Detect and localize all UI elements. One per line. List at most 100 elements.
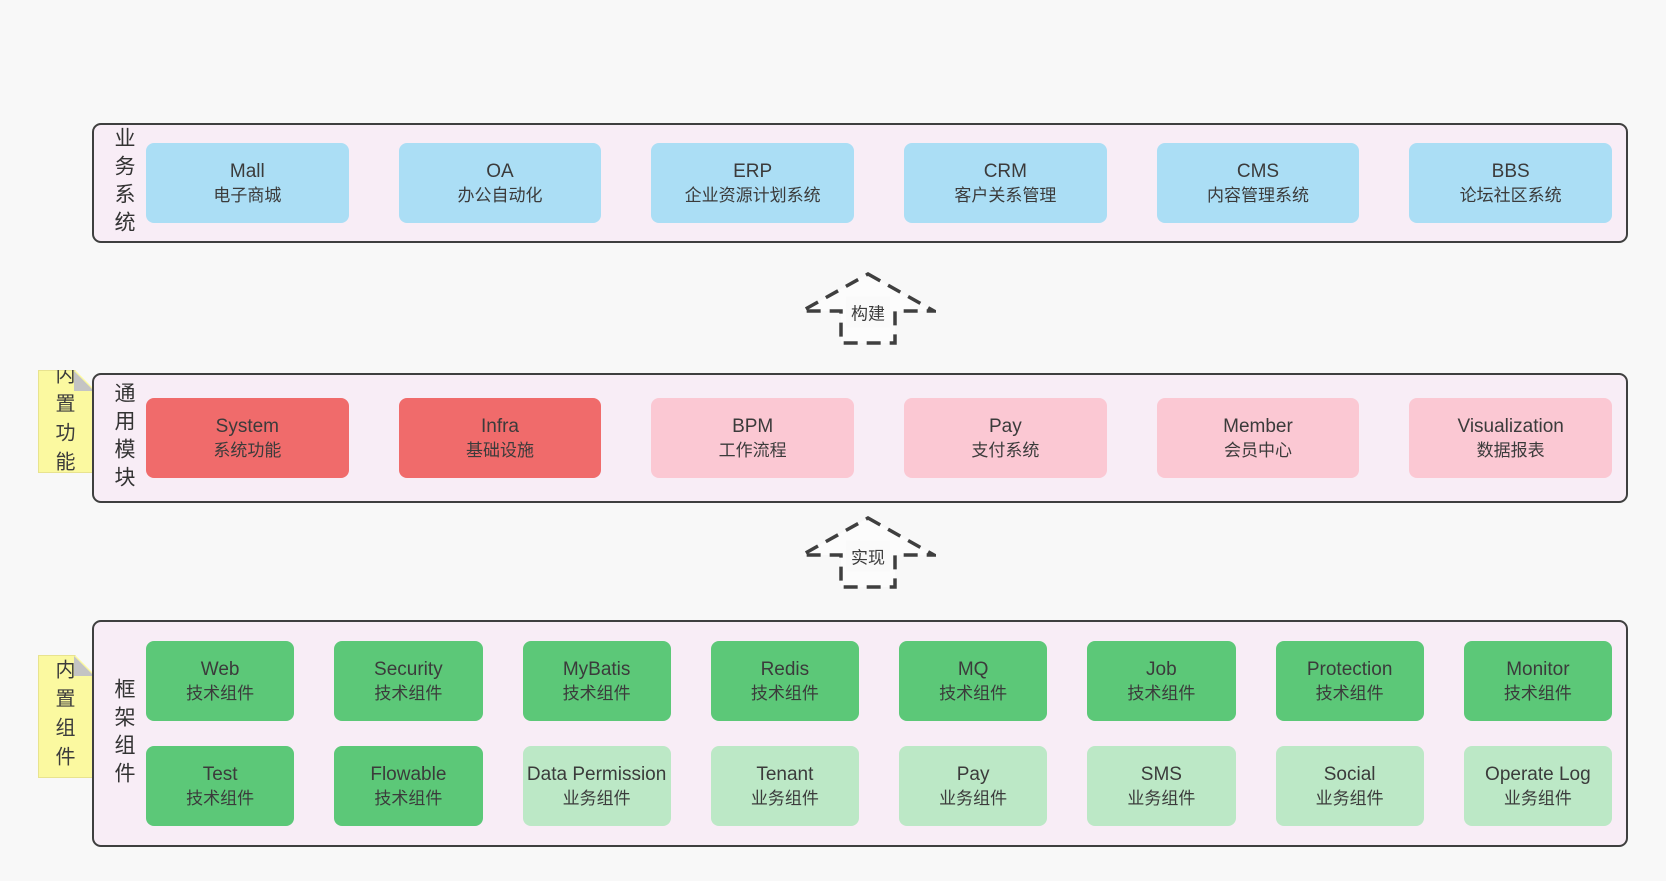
box-desc: 技术组件 (939, 684, 1008, 704)
arrow-implement: 实现 (800, 516, 936, 590)
box-desc: 论坛社区系统 (1459, 186, 1562, 206)
sticky-note-text: 内置功能 (52, 363, 74, 480)
box-data-permission: Data Permission 业务组件 (522, 746, 671, 826)
box-desc: 业务组件 (939, 789, 1008, 809)
box-desc: 技术组件 (186, 789, 255, 809)
box-name: BPM (732, 415, 774, 437)
box-operate-log: Operate Log 业务组件 (1463, 746, 1612, 826)
box-member: Member 会员中心 (1156, 398, 1360, 478)
box-name: MQ (957, 658, 989, 680)
box-desc: 技术组件 (374, 684, 443, 704)
box-mq: MQ 技术组件 (899, 641, 1048, 721)
components-boxes-grid: Web 技术组件 Security 技术组件 MyBatis 技术组件 Redi… (146, 622, 1612, 845)
box-social: Social 业务组件 (1275, 746, 1424, 826)
box-desc: 技术组件 (1127, 684, 1196, 704)
box-name: Member (1223, 415, 1293, 437)
box-name: Infra (480, 415, 519, 437)
box-name: Social (1323, 763, 1376, 785)
box-sms: SMS 业务组件 (1087, 746, 1236, 826)
box-desc: 业务组件 (562, 789, 631, 809)
box-desc: 工作流程 (718, 441, 787, 461)
box-name: Monitor (1506, 658, 1570, 680)
box-name: Security (374, 658, 443, 680)
box-pay-system: Pay 支付系统 (904, 398, 1107, 478)
box-desc: 基础设施 (465, 441, 534, 461)
box-name: SMS (1140, 763, 1182, 785)
box-name: Operate Log (1485, 763, 1591, 785)
box-mall: Mall 电子商城 (146, 143, 349, 223)
box-desc: 客户关系管理 (954, 186, 1057, 206)
box-name: Flowable (370, 763, 447, 785)
box-pay-component: Pay 业务组件 (899, 746, 1048, 826)
sticky-note-text: 内置组件 (52, 658, 74, 775)
box-name: Job (1146, 658, 1177, 680)
box-name: MyBatis (562, 658, 631, 680)
sticky-note-builtin-features: 内置功能 (38, 370, 95, 473)
box-name: System (215, 415, 279, 437)
panel-business-label: 业务系统 (112, 127, 135, 239)
box-infra: Infra 基础设施 (398, 398, 602, 478)
box-erp: ERP 企业资源计划系统 (651, 143, 854, 223)
box-name: CMS (1236, 160, 1280, 182)
box-cms: CMS 内容管理系统 (1156, 143, 1360, 223)
box-desc: 支付系统 (971, 441, 1040, 461)
box-monitor: Monitor 技术组件 (1463, 641, 1612, 721)
panel-business-systems: 业务系统 Mall 电子商城 OA 办公自动化 ERP 企业资源计划系统 CRM… (92, 123, 1628, 243)
box-desc: 内容管理系统 (1206, 186, 1309, 206)
box-flowable: Flowable 技术组件 (334, 746, 483, 826)
box-bpm: BPM 工作流程 (651, 398, 854, 478)
box-desc: 业务组件 (1503, 789, 1572, 809)
box-desc: 办公自动化 (457, 186, 543, 206)
box-name: Tenant (756, 763, 814, 785)
box-tenant: Tenant 业务组件 (710, 746, 859, 826)
arrow-implement-label: 实现 (846, 540, 890, 572)
box-name: BBS (1491, 160, 1530, 182)
box-desc: 业务组件 (1315, 789, 1384, 809)
box-name: Data Permission (526, 763, 667, 785)
box-desc: 会员中心 (1223, 441, 1292, 461)
business-boxes-grid: Mall 电子商城 OA 办公自动化 ERP 企业资源计划系统 CRM 客户关系… (146, 125, 1612, 241)
box-name: Pay (956, 763, 990, 785)
box-name: Visualization (1457, 415, 1564, 437)
box-name: Pay (988, 415, 1022, 437)
box-test: Test 技术组件 (146, 746, 295, 826)
box-web: Web 技术组件 (146, 641, 295, 721)
panel-common-modules: 通用模块 System 系统功能 Infra 基础设施 BPM 工作流程 Pay… (92, 373, 1628, 503)
box-name: CRM (983, 160, 1027, 182)
box-crm: CRM 客户关系管理 (904, 143, 1107, 223)
note-fold-corner (74, 656, 94, 676)
box-desc: 技术组件 (562, 684, 631, 704)
panel-components-label: 框架组件 (112, 677, 135, 790)
panel-framework-components: 框架组件 Web 技术组件 Security 技术组件 MyBatis 技术组件… (92, 620, 1628, 847)
box-protection: Protection 技术组件 (1275, 641, 1424, 721)
note-fold-corner (74, 371, 94, 391)
box-job: Job 技术组件 (1087, 641, 1236, 721)
box-desc: 技术组件 (750, 684, 819, 704)
box-desc: 业务组件 (750, 789, 819, 809)
box-name: Web (200, 658, 240, 680)
box-system: System 系统功能 (146, 398, 349, 478)
box-name: Redis (760, 658, 810, 680)
box-desc: 技术组件 (1315, 684, 1384, 704)
box-name: OA (486, 160, 514, 182)
box-redis: Redis 技术组件 (710, 641, 859, 721)
box-name: Test (202, 763, 238, 785)
box-name: Mall (229, 160, 265, 182)
box-security: Security 技术组件 (334, 641, 483, 721)
box-desc: 业务组件 (1127, 789, 1196, 809)
box-desc: 数据报表 (1476, 441, 1545, 461)
box-desc: 电子商城 (213, 186, 282, 206)
box-oa: OA 办公自动化 (398, 143, 602, 223)
box-desc: 系统功能 (213, 441, 282, 461)
box-desc: 技术组件 (186, 684, 255, 704)
box-visualization: Visualization 数据报表 (1409, 398, 1612, 478)
panel-modules-label: 通用模块 (112, 382, 135, 494)
modules-boxes-grid: System 系统功能 Infra 基础设施 BPM 工作流程 Pay 支付系统… (146, 375, 1612, 501)
box-name: Protection (1306, 658, 1393, 680)
box-desc: 技术组件 (1503, 684, 1572, 704)
box-bbs: BBS 论坛社区系统 (1409, 143, 1612, 223)
arrow-build-label: 构建 (846, 296, 890, 328)
box-mybatis: MyBatis 技术组件 (522, 641, 671, 721)
box-desc: 企业资源计划系统 (684, 186, 821, 206)
box-desc: 技术组件 (374, 789, 443, 809)
